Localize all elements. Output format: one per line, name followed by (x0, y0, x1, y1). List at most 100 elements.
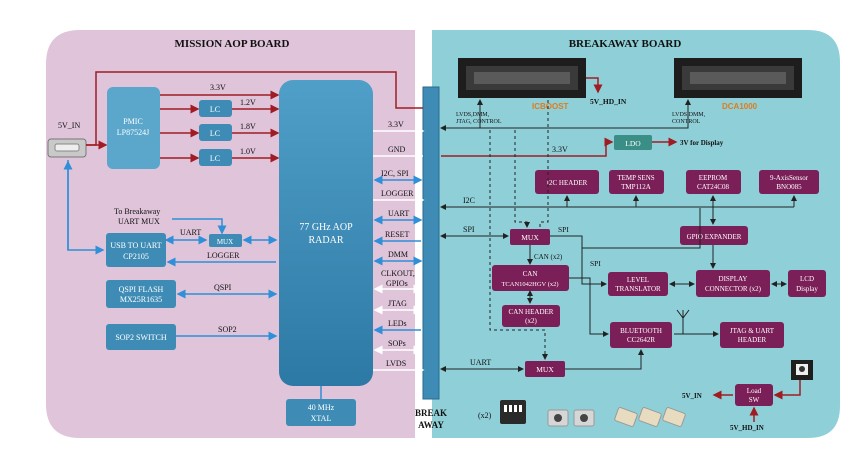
qspi-flash-block (106, 280, 176, 308)
mission-board-title: MISSION AOP BOARD (175, 38, 290, 50)
rail-1v0-label: 1.0V (240, 147, 256, 156)
v5-hd-in-top-label: 5V_HD_IN (590, 97, 627, 106)
eeprom-title: EEPROM (699, 174, 728, 182)
i2c-header-block (535, 170, 599, 194)
lc-block-3 (199, 149, 232, 166)
usb-connector-icon (47, 138, 87, 158)
load-v5-in-label: 5V_IN (682, 392, 702, 400)
usb-to-uart-title: USB TO UART (110, 241, 161, 250)
away-label: AWAY (418, 420, 444, 430)
qspi-flash-title: QSPI FLASH (119, 285, 164, 294)
qspi-label: QSPI (214, 283, 232, 292)
signal-uart: UART (388, 209, 409, 218)
dca1000-connector-icon (674, 58, 802, 98)
signal-3v3: 3.3V (388, 120, 404, 129)
axis-sensor-part: BNO085 (776, 183, 802, 191)
v3-display-label: 3V for Display (680, 139, 724, 147)
icboost-signals-1: LVDS,DMM, (456, 112, 490, 118)
left-mux-block (209, 234, 242, 247)
radar-title: 77 GHz AOP (299, 222, 353, 233)
pmic-title: PMIC (123, 117, 143, 126)
signal-jtag: JTAG (388, 299, 407, 308)
level-translator-sub: TRANSLATOR (615, 285, 661, 293)
antenna-icon (676, 309, 690, 334)
can-title: CAN (523, 270, 538, 278)
lcd-sub: Display (796, 285, 818, 293)
ldo-block (614, 135, 652, 150)
i2c-header-label: I2C HEADER (547, 179, 588, 187)
can-header-count: (x2) (525, 317, 537, 325)
pmic-part: LP87524J (117, 128, 149, 137)
icboost-signals-2: JTAG, CONTROL (456, 119, 502, 125)
eeprom-part: CAT24C08 (697, 183, 729, 191)
right-uart-label: UART (470, 358, 491, 367)
radar-subtitle: RADAR (308, 235, 343, 246)
usb-to-uart-part: CP2105 (123, 252, 149, 261)
display-connector-sub: CONNECTOR (x2) (705, 285, 762, 293)
rail-3v3-label: 3.3V (210, 83, 226, 92)
rail-1v8-label: 1.8V (240, 122, 256, 131)
signal-lvds: LVDS (386, 359, 406, 368)
temp-sens-title: TEMP SENS (617, 174, 654, 182)
load-sw-block (735, 384, 773, 406)
signal-reset: RESET (385, 230, 410, 239)
xtal-freq: 40 MHz (308, 403, 335, 412)
bluetooth-title: BLUETOOTH (620, 327, 662, 335)
radar-signal-lines (373, 126, 425, 375)
eeprom-block (686, 170, 741, 194)
right-spi-label: SPI (463, 225, 475, 234)
breakaway-board-title: BREAKAWAY BOARD (569, 38, 682, 50)
temp-sens-part: TMP112A (621, 183, 651, 191)
can-header-title: CAN HEADER (509, 308, 554, 316)
temp-sens-block (609, 170, 664, 194)
ldo-label: LDO (625, 139, 641, 148)
signal-gnd: GND (388, 145, 406, 154)
signal-sops: SOPs (388, 339, 406, 348)
level-translator-block (608, 272, 668, 296)
lc-block-1 (199, 100, 232, 117)
xtal-label: XTAL (311, 414, 332, 423)
right-i2c-label: I2C (463, 196, 475, 205)
can-header-block (502, 305, 560, 327)
icboost-label: ICBOOST (532, 102, 569, 111)
dip-switch-icon (500, 400, 526, 424)
can-part: TCAN1042HGV (x2) (501, 281, 558, 288)
sop2-label: SOP2 (218, 325, 237, 334)
to-breakaway-label-2: UART MUX (118, 217, 160, 226)
pushbutton-icon (547, 409, 595, 427)
jtag-uart-sub: HEADER (738, 336, 767, 344)
signal-leds: LEDs (388, 319, 407, 328)
bluetooth-block (610, 322, 672, 348)
dca1000-label: DCA1000 (722, 102, 758, 111)
gpio-expander-label: GPIO EXPANDER (687, 233, 742, 241)
pmic-block (107, 87, 160, 169)
led-icon (614, 407, 686, 427)
jtag-uart-header-block (720, 322, 784, 348)
signal-gpios: GPIOs (386, 279, 408, 288)
load-sw-sub: SW (749, 396, 760, 404)
sop2-switch-label: SOP2 SWITCH (115, 333, 167, 342)
barrel-jack-icon (791, 360, 813, 380)
jtag-uart-title: JTAG & UART (730, 327, 775, 335)
axis-sensor-block (759, 170, 819, 194)
icboost-connector-icon (458, 58, 586, 98)
signal-logger: LOGGER (381, 189, 414, 198)
dip-switch-count: (x2) (478, 411, 492, 420)
sop2-switch-block (106, 324, 176, 350)
uart-mux-label: MUX (536, 365, 554, 374)
can-block (492, 265, 569, 291)
display-connector-block (696, 270, 770, 297)
signal-i2c-spi: I2C, SPI (381, 169, 409, 178)
spi-mux-label: MUX (521, 233, 539, 242)
break-label: BREAK (415, 408, 447, 418)
qspi-flash-part: MX25R1635 (120, 295, 162, 304)
signal-dmm: DMM (388, 250, 408, 259)
lcd-block (788, 270, 826, 297)
spi-mux-block (510, 229, 550, 245)
lc-block-2 (199, 124, 232, 141)
uart-mux-block (525, 361, 565, 377)
load-sw-title: Load (747, 387, 762, 395)
right-3v3-label: 3.3V (552, 145, 568, 154)
left-mux-label: MUX (217, 238, 233, 246)
